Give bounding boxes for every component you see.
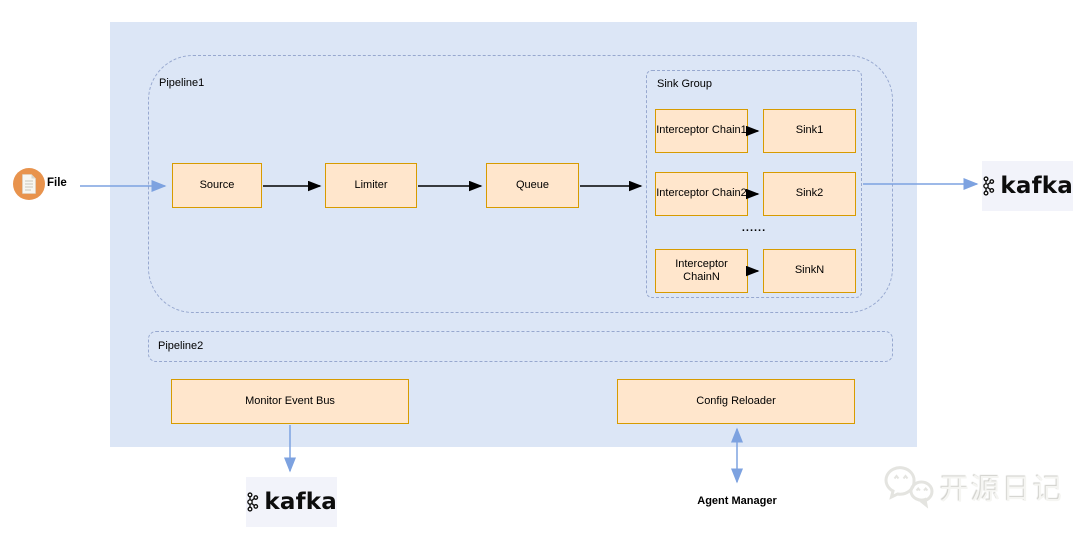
node-sink2: Sink2 (763, 172, 856, 216)
wechat-icon (884, 466, 934, 509)
kafka-right-label: kafka (1000, 173, 1073, 199)
node-limiter: Limiter (325, 163, 417, 208)
node-sink-n: SinkN (763, 249, 856, 293)
node-queue: Queue (486, 163, 579, 208)
file-icon (13, 168, 45, 200)
agent-manager-label: Agent Manager (697, 495, 777, 507)
kafka-bottom-label: kafka (264, 489, 337, 515)
sink-group-ellipsis: ...... (741, 222, 767, 234)
kafka-bottom: kafka (246, 477, 337, 527)
pipeline2-label: Pipeline2 (158, 340, 204, 352)
agent-container (110, 22, 917, 447)
kafka-logo-icon (983, 176, 995, 196)
watermark: 开源日记 (884, 464, 1064, 510)
pipeline2-region (148, 331, 893, 362)
node-interceptor-chain2: Interceptor Chain2 (655, 172, 748, 216)
kafka-right: kafka (982, 161, 1073, 211)
node-sink1: Sink1 (763, 109, 856, 153)
node-source: Source (172, 163, 262, 208)
node-interceptor-chain1: Interceptor Chain1 (655, 109, 748, 153)
file-label: File (47, 177, 67, 189)
watermark-text: 开源日记 (940, 474, 1065, 506)
pipeline1-label: Pipeline1 (159, 77, 205, 89)
sink-group-label: Sink Group (657, 78, 713, 90)
node-monitor-event-bus: Monitor Event Bus (171, 379, 409, 424)
node-interceptor-chain-n: Interceptor ChainN (655, 249, 748, 293)
sink-group-region (646, 70, 862, 298)
node-config-reloader: Config Reloader (617, 379, 855, 424)
kafka-logo-icon (247, 492, 259, 512)
